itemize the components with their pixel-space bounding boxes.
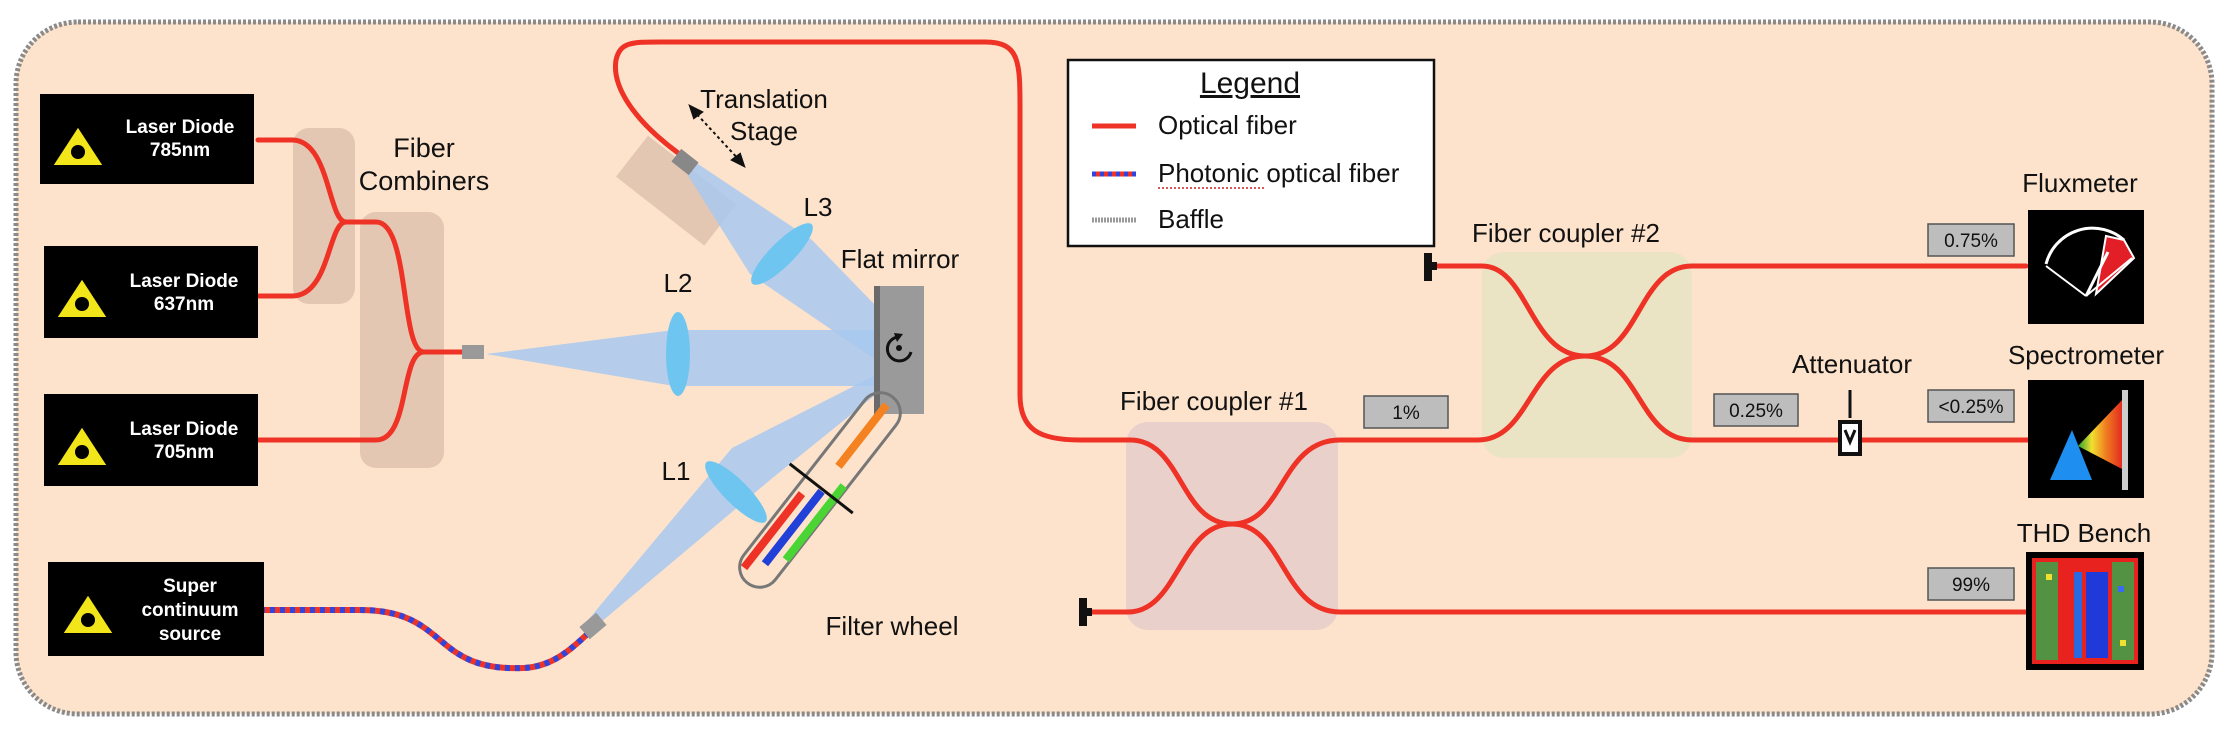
svg-text:<0.25%: <0.25%: [1939, 397, 2004, 418]
svg-text:99%: 99%: [1952, 575, 1990, 596]
fiber-terminator-stage: [671, 148, 699, 176]
source-label-line1: Laser Diode: [130, 271, 239, 292]
label-filter-wheel: Filter wheel: [826, 611, 959, 641]
label-translation-stage: Stage: [730, 116, 798, 146]
photonic-fiber-blue: [260, 607, 597, 672]
lens-l1: [705, 461, 767, 523]
source-laser-705: Laser Diode 705nm: [44, 394, 258, 486]
legend-item-label: Baffle: [1158, 204, 1224, 234]
filter-wheel: [738, 391, 902, 589]
fluxmeter-icon: [2028, 210, 2144, 324]
label-flat-mirror: Flat mirror: [841, 244, 960, 274]
legend-item-label: Photonic optical fiber: [1158, 158, 1400, 188]
fiber-terminator-supercontinuum: [579, 612, 607, 640]
source-laser-785: Laser Diode 785nm: [40, 94, 254, 184]
label-fiber-combiners: Fiber: [393, 133, 455, 163]
svg-text:0.25%: 0.25%: [1729, 401, 1783, 422]
label-l3: L3: [804, 192, 833, 222]
optical-fibers: [255, 39, 2033, 615]
background-panel: [13, 19, 2215, 717]
source-label-line3: source: [159, 624, 221, 645]
source-laser-637: Laser Diode 637nm: [44, 246, 258, 338]
label-thd-bench: THD Bench: [2017, 518, 2151, 548]
pct-box-spectrometer: <0.25%: [1927, 389, 2015, 423]
fiber-combiner-box-2: [360, 212, 444, 468]
label-spectrometer: Spectrometer: [2008, 340, 2164, 370]
fiber-combiner-box-1: [293, 128, 355, 304]
translation-stage-arrow: [688, 104, 746, 168]
label-fiber-combiners: Combiners: [359, 166, 490, 196]
label-fiber-coupler-2: Fiber coupler #2: [1472, 218, 1660, 248]
rotation-icon: [885, 335, 913, 363]
translation-stage-box: [616, 135, 737, 246]
pct-box-thd: 99%: [1927, 567, 2015, 601]
pct-box-fluxmeter: 0.75%: [1927, 223, 2015, 257]
legend: Legend Optical fiber Photonic optical fi…: [1066, 58, 1436, 248]
baffle-coupler-1: [1079, 598, 1092, 626]
lens-l2: [666, 312, 690, 396]
label-l1: L1: [662, 456, 691, 486]
label-translation-stage: Translation: [700, 84, 828, 114]
label-fluxmeter: Fluxmeter: [2022, 168, 2138, 198]
baffle-coupler-2: [1424, 253, 1437, 281]
source-label-line2: 705nm: [154, 442, 214, 463]
source-supercontinuum: Super continuum source: [48, 562, 264, 656]
attenuator: [1838, 390, 1862, 456]
source-label-line2: continuum: [141, 600, 238, 621]
label-attenuator: Attenuator: [1792, 349, 1912, 379]
lens-l3: [751, 223, 813, 285]
svg-text:1%: 1%: [1392, 403, 1420, 424]
legend-title: Legend: [1200, 67, 1300, 100]
source-label-line1: Laser Diode: [126, 117, 235, 138]
source-label-line1: Super: [163, 576, 217, 597]
svg-text:0.75%: 0.75%: [1944, 231, 1998, 252]
label-fiber-coupler-1: Fiber coupler #1: [1120, 386, 1308, 416]
source-label-line1: Laser Diode: [130, 419, 239, 440]
source-label-line2: 637nm: [154, 294, 214, 315]
legend-item-label: Optical fiber: [1158, 110, 1297, 140]
spectrometer-icon: [2028, 380, 2144, 498]
thd-bench-icon: [2026, 552, 2144, 670]
flat-mirror: [874, 286, 924, 414]
fiber-terminator-combiner: [462, 345, 484, 359]
label-l2: L2: [664, 268, 693, 298]
source-label-line2: 785nm: [150, 140, 210, 161]
pct-box-attenuator: 0.25%: [1713, 393, 1799, 427]
pct-box-coupler1-out: 1%: [1363, 395, 1449, 429]
